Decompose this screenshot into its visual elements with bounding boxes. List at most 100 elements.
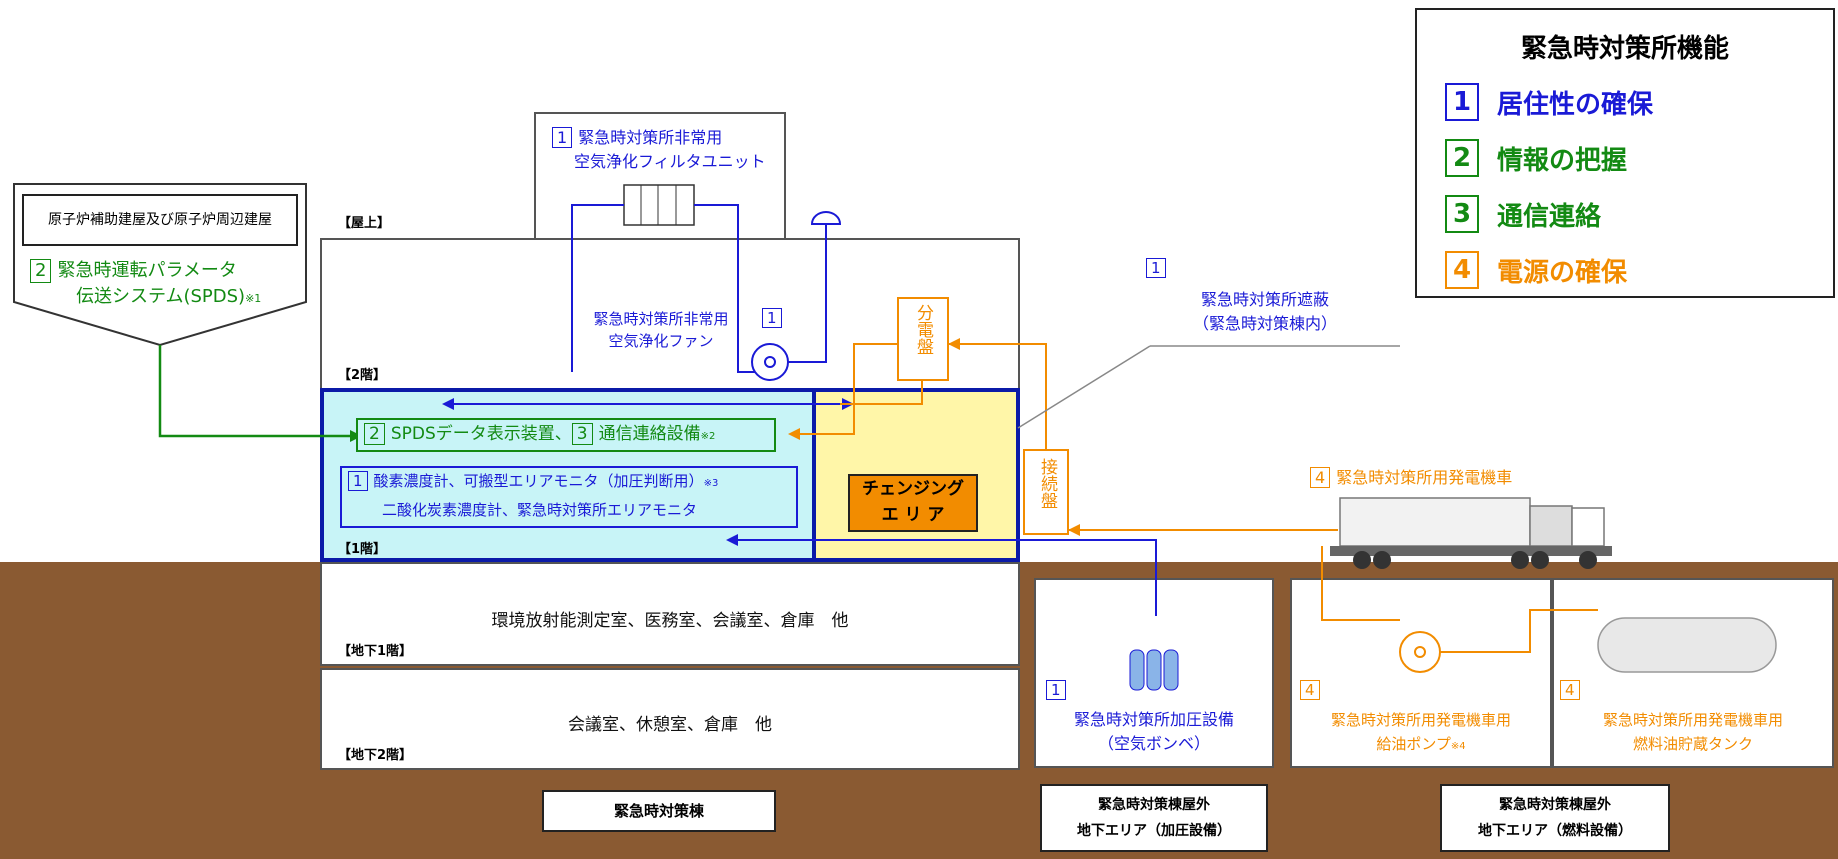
pressurization-duct — [738, 539, 1157, 616]
changing-line2: エ リ ア — [881, 505, 945, 525]
press-area-line1: 緊急時対策棟屋外 — [1098, 797, 1210, 813]
fan-shape — [751, 343, 789, 381]
legend-label: 通信連絡 — [1497, 201, 1602, 232]
building-label: 緊急時対策棟 — [542, 790, 776, 832]
legend-item-habitability: 1 居住性の確保 — [1445, 83, 1833, 121]
legend-label: 居住性の確保 — [1497, 89, 1654, 120]
fuel-pump-label: 緊急時対策所用発電機車用 給油ポンプ※4 — [1290, 708, 1552, 759]
building-label-text: 緊急時対策棟 — [613, 802, 704, 820]
aux-building-title: 原子炉補助建屋及び原子炉周辺建屋 — [22, 194, 298, 246]
monitors-note: ※3 — [703, 478, 719, 489]
filter-num: 1 — [552, 127, 573, 149]
fan-num-wrap: 1 — [762, 308, 788, 328]
press-area-label: 緊急時対策棟屋外 地下エリア（加圧設備） — [1040, 784, 1268, 852]
fuel-pump-shape — [1399, 631, 1441, 673]
monitors-line2: 二酸化炭素濃度計、緊急時対策所エリアモニタ — [382, 501, 698, 519]
changing-area-label: チェンジング エ リ ア — [848, 474, 978, 532]
spds-line1: 緊急時運転パラメータ — [57, 260, 237, 281]
fuel-area-label: 緊急時対策棟屋外 地下エリア（燃料設備） — [1440, 784, 1670, 852]
fuel-tank-pit — [1552, 578, 1834, 768]
fuel-area-line2: 地下エリア（燃料設備） — [1478, 823, 1632, 839]
generator-text: 緊急時対策所用発電機車 — [1336, 468, 1513, 487]
floor-label-b2: 【地下2階】 — [338, 748, 413, 763]
pressurization-label: 緊急時対策所加圧設備 （空気ボンベ） — [1034, 708, 1274, 756]
connection-panel-label: 接続盤 — [1037, 458, 1057, 509]
distribution-panel-label: 分電盤 — [913, 304, 933, 355]
floor-label-b1: 【地下1階】 — [338, 644, 413, 659]
changing-line1: チェンジング — [862, 479, 964, 499]
legend-title: 緊急時対策所機能 — [1520, 34, 1729, 64]
fuel-pump-line2: 給油ポンプ — [1376, 735, 1451, 753]
shielding-line2: （緊急時対策棟内） — [1192, 314, 1337, 333]
fan-line2: 空気浄化ファン — [608, 332, 714, 350]
fan-label: 緊急時対策所非常用 空気浄化ファン — [566, 308, 756, 352]
pressurization-num: 1 — [1046, 680, 1066, 700]
shielding-label: 緊急時対策所遮蔽 （緊急時対策棟内） — [1170, 288, 1360, 336]
pressurization-line1: 緊急時対策所加圧設備 — [1073, 710, 1234, 729]
legend-num: 2 — [1445, 139, 1479, 177]
pressurization-line2: （空気ボンベ） — [1097, 734, 1210, 753]
fan-line1: 緊急時対策所非常用 — [593, 310, 729, 328]
filter-duct — [571, 204, 624, 372]
fan-num: 1 — [762, 308, 782, 328]
monitors-box: 1 酸素濃度計、可搬型エリアモニタ（加圧判断用）※3 二酸化炭素濃度計、緊急時対策… — [340, 466, 798, 528]
spds-display-text1: SPDSデータ表示装置、 — [390, 424, 572, 444]
pressurization-num-wrap: 1 — [1046, 680, 1072, 700]
spds-display-text2: 通信連絡設備 — [598, 424, 701, 444]
floor-label-1f: 【1階】 — [338, 542, 387, 557]
fuel-pipe — [1321, 546, 1400, 621]
generator-truck — [1330, 497, 1612, 569]
spds-num: 2 — [30, 259, 52, 283]
filter-line1: 緊急時対策所非常用 — [578, 128, 723, 147]
legend-label: 情報の把握 — [1497, 145, 1628, 176]
spds-signal-line — [158, 345, 350, 438]
spds-line2: 伝送システム(SPDS) — [76, 286, 246, 307]
filter-line2: 空気浄化フィルタユニット — [574, 152, 766, 171]
fuel-pump-num-wrap: 4 — [1300, 680, 1326, 700]
floor-label-2f: 【2階】 — [338, 368, 387, 383]
fuel-tank-shape — [1597, 617, 1777, 673]
fuel-pump-num: 4 — [1300, 680, 1320, 700]
generator-num: 4 — [1310, 467, 1331, 489]
legend-item-power: 4 電源の確保 — [1445, 251, 1833, 289]
b2-rooms: 会議室、休憩室、倉庫 他 — [568, 715, 772, 735]
fuel-tank-num: 4 — [1560, 680, 1580, 700]
fuel-tank-line2: 燃料油貯蔵タンク — [1632, 735, 1753, 753]
spds-display-num1: 2 — [364, 423, 385, 446]
connection-panel-box — [1023, 449, 1069, 535]
legend-num: 3 — [1445, 195, 1479, 233]
shielding-line1: 緊急時対策所遮蔽 — [1200, 290, 1329, 309]
legend-num: 1 — [1445, 83, 1479, 121]
fuel-pump-line1: 緊急時対策所用発電機車用 — [1330, 711, 1511, 729]
legend: 緊急時対策所機能 1 居住性の確保 2 情報の把握 3 通信連絡 4 電源の確保 — [1415, 8, 1835, 298]
roof-vent — [810, 211, 842, 225]
spds-display-note: ※2 — [700, 431, 716, 442]
press-area-line2: 地下エリア（加圧設備） — [1077, 823, 1231, 839]
shielding-num: 1 — [1146, 258, 1166, 278]
spds-note: ※1 — [245, 292, 262, 305]
fuel-pump-pit — [1290, 578, 1552, 768]
fuel-tank-line1: 緊急時対策所用発電機車用 — [1602, 711, 1783, 729]
shielding-num-wrap: 1 — [1146, 258, 1172, 278]
basement-1 — [320, 562, 1020, 666]
fuel-area-line1: 緊急時対策棟屋外 — [1499, 797, 1611, 813]
shielding-leader — [1017, 345, 1151, 429]
b1-rooms: 環境放射能測定室、医務室、会議室、倉庫 他 — [491, 611, 849, 631]
legend-label: 電源の確保 — [1497, 257, 1628, 288]
legend-item-communication: 3 通信連絡 — [1445, 195, 1833, 233]
fuel-tank-num-wrap: 4 — [1560, 680, 1586, 700]
spds-display-num2: 3 — [571, 423, 593, 446]
monitors-num: 1 — [348, 471, 368, 491]
aux-building-title-text: 原子炉補助建屋及び原子炉周辺建屋 — [48, 212, 272, 228]
monitors-line1: 酸素濃度計、可搬型エリアモニタ（加圧判断用） — [373, 472, 704, 490]
generator-truck-label: 4 緊急時対策所用発電機車 — [1310, 464, 1513, 489]
floor-label-roof: 【屋上】 — [338, 216, 391, 231]
air-cylinders — [1129, 649, 1145, 691]
legend-item-information: 2 情報の把握 — [1445, 139, 1833, 177]
fuel-tank-label: 緊急時対策所用発電機車用 燃料油貯蔵タンク — [1552, 708, 1834, 756]
distribution-panel-box — [897, 297, 949, 381]
fuel-pump-note: ※4 — [1450, 741, 1466, 752]
basement-2 — [320, 668, 1020, 770]
